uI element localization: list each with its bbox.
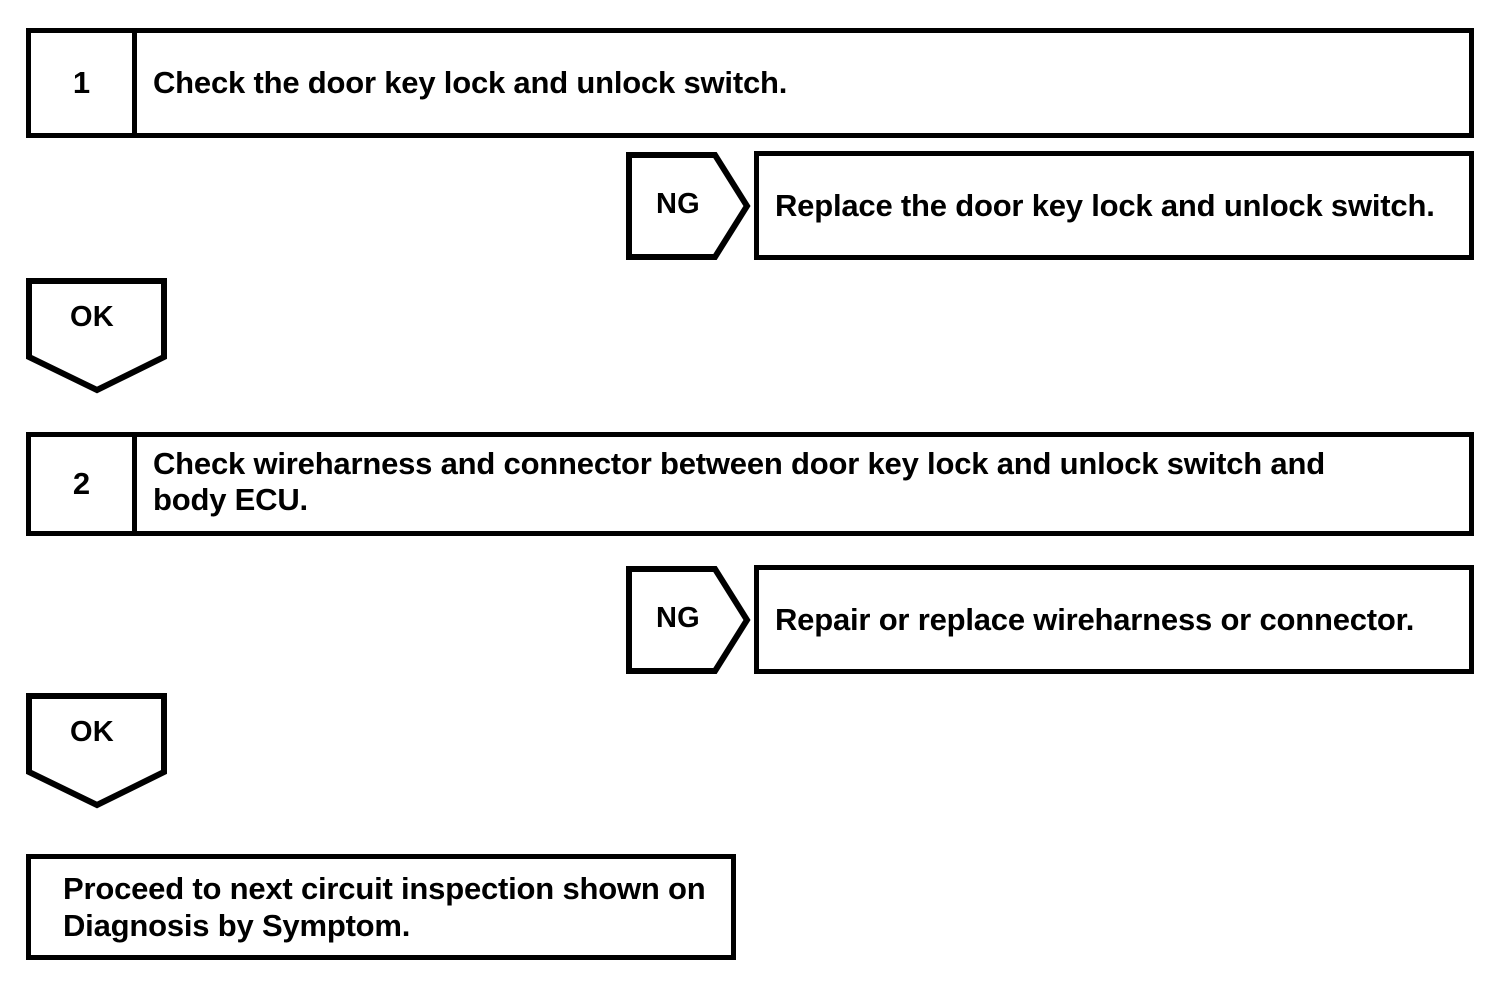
- ng-arrow-2: NG: [626, 566, 751, 674]
- proceed-box: Proceed to next circuit inspection shown…: [26, 854, 736, 960]
- step-box-1: 1 Check the door key lock and unlock swi…: [26, 28, 1474, 138]
- ng-result-box-2: Repair or replace wireharness or connect…: [754, 565, 1474, 674]
- ng-arrow-1: NG: [626, 152, 751, 260]
- step-box-2: 2 Check wireharness and connector betwee…: [26, 432, 1474, 536]
- ng-result-text-1: Replace the door key lock and unlock swi…: [775, 187, 1435, 223]
- ng-result-text-2: Repair or replace wireharness or connect…: [775, 601, 1415, 637]
- ok-arrow-2-shape: [26, 693, 167, 809]
- ok-arrow-1: OK: [26, 278, 170, 394]
- ng-result-box-1: Replace the door key lock and unlock swi…: [754, 151, 1474, 260]
- step-number-2: 2: [31, 437, 137, 531]
- step-instruction-1: Check the door key lock and unlock switc…: [153, 65, 788, 101]
- ng-arrow-2-shape: [626, 566, 751, 674]
- ok-arrow-2: OK: [26, 693, 170, 809]
- step-instruction-2: Check wireharness and connector between …: [153, 446, 1325, 517]
- step-number-1: 1: [31, 33, 137, 133]
- ng-arrow-1-shape: [626, 152, 751, 260]
- ok-arrow-1-shape: [26, 278, 167, 394]
